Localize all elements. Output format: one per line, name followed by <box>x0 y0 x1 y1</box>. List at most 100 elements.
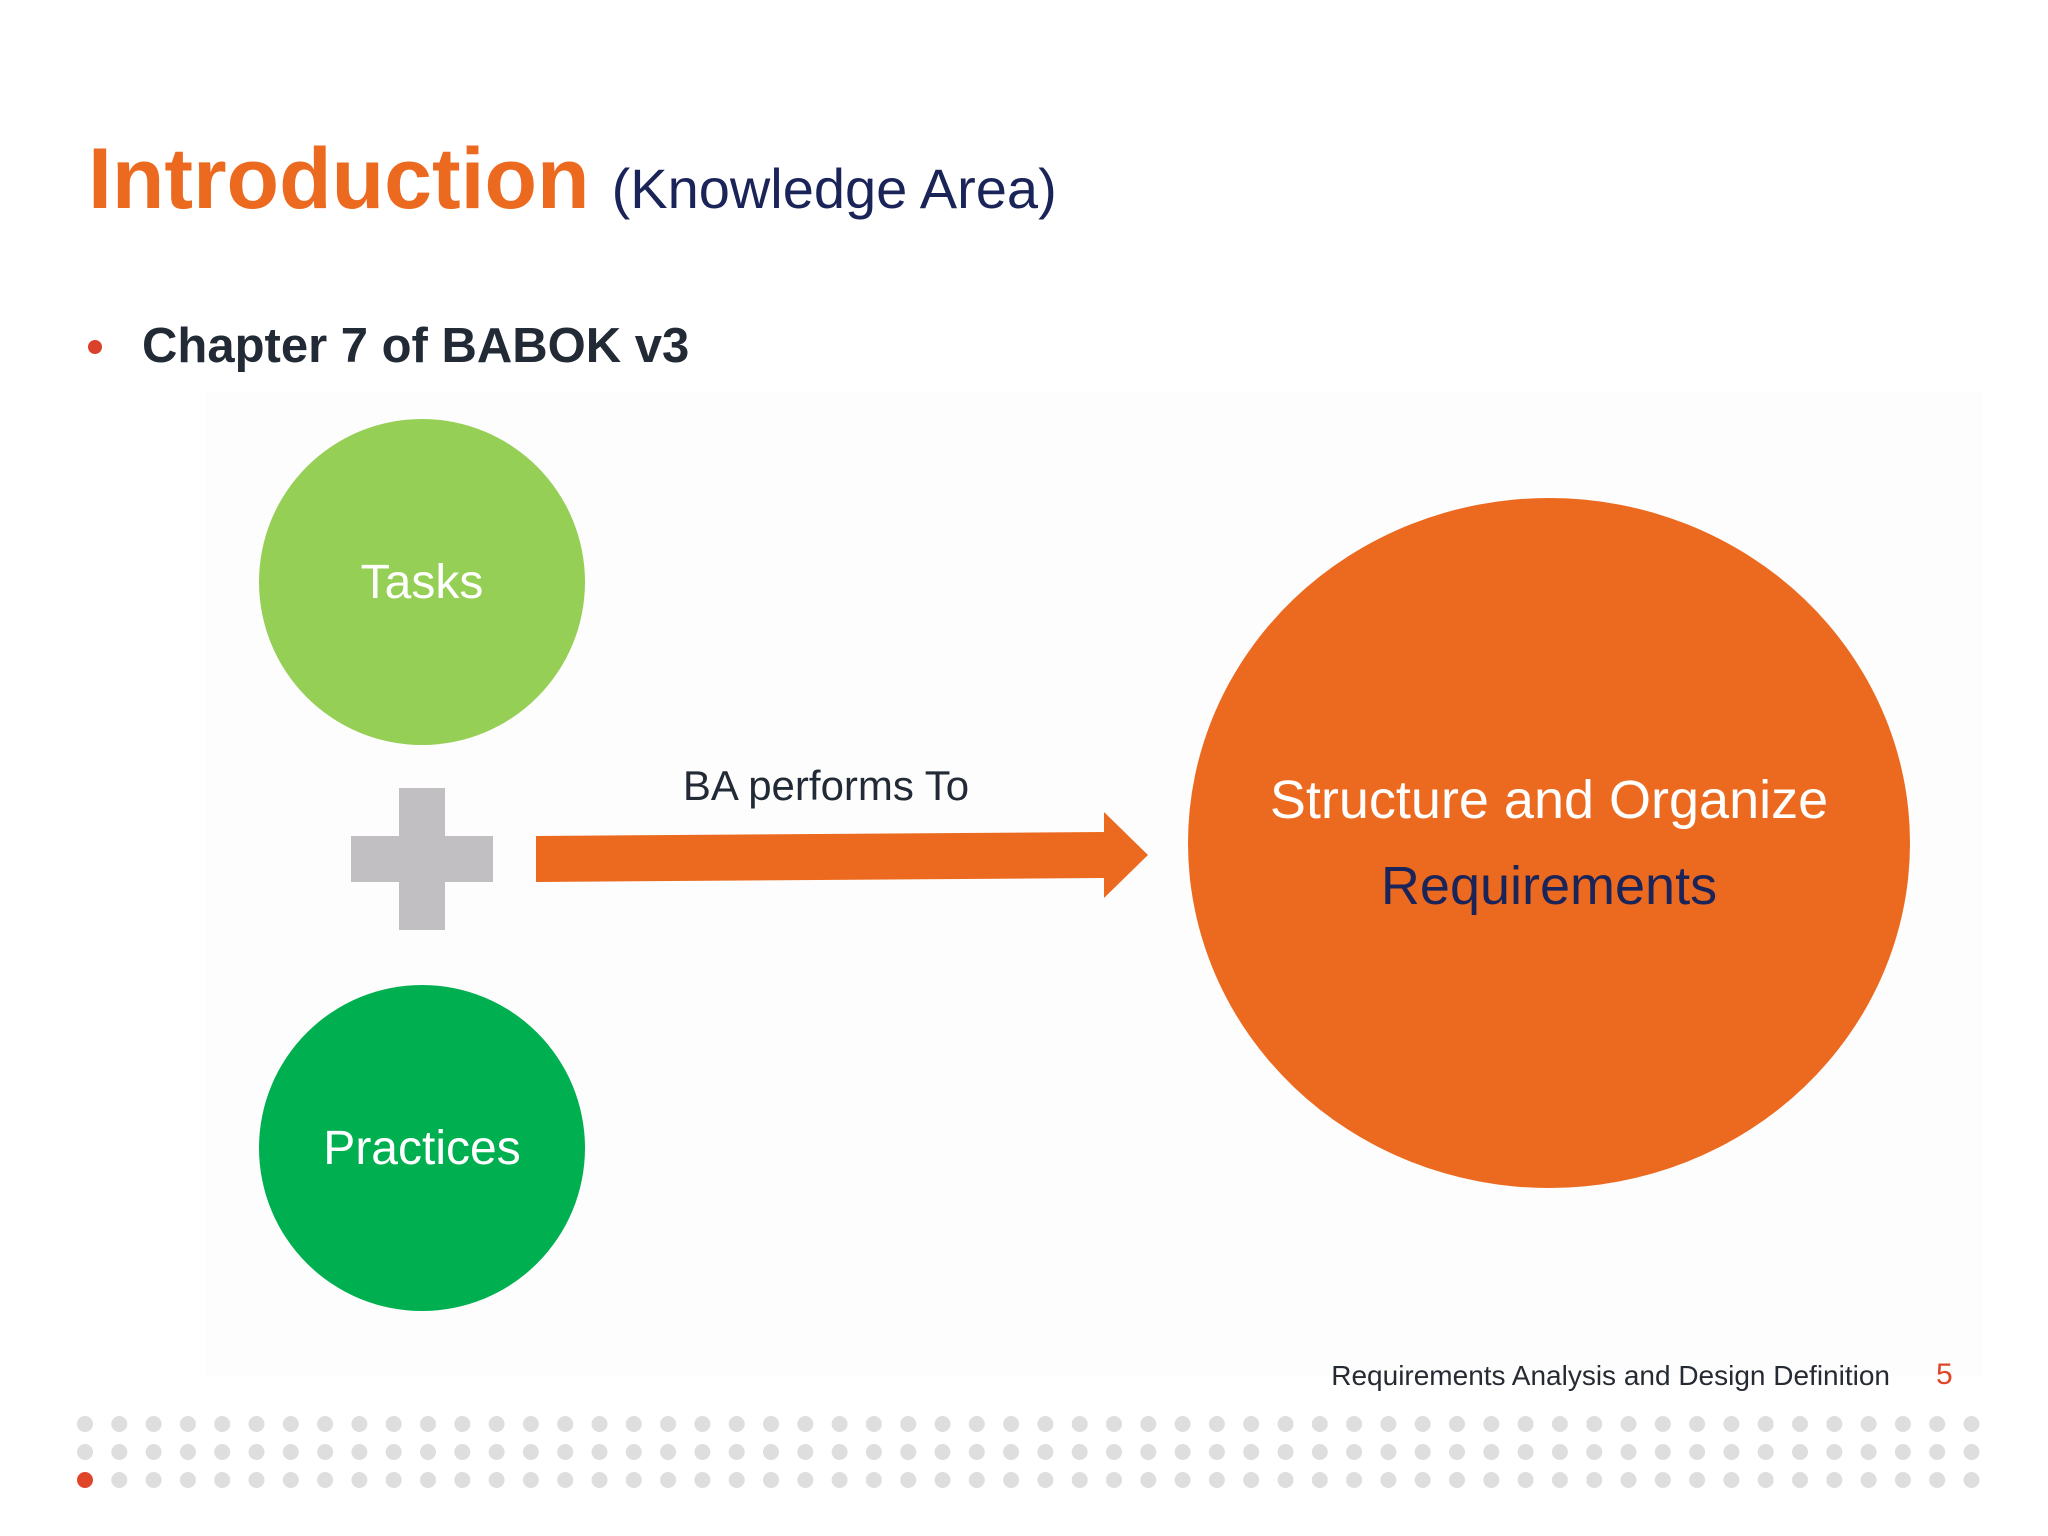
page-number: 5 <box>1936 1358 1953 1391</box>
pattern-dot <box>797 1444 814 1460</box>
pattern-dot <box>1380 1444 1397 1460</box>
pattern-dot <box>317 1444 334 1460</box>
pattern-dot <box>1620 1444 1637 1460</box>
title-main: Introduction <box>88 131 590 227</box>
pattern-dot <box>420 1416 436 1432</box>
pattern-dot <box>557 1472 574 1488</box>
right-arrow-icon <box>536 812 1148 898</box>
pattern-dot <box>1929 1444 1946 1460</box>
pattern-dot <box>111 1416 128 1432</box>
pattern-dot <box>797 1416 814 1432</box>
pattern-dot <box>1277 1444 1294 1460</box>
pattern-dot <box>831 1416 848 1432</box>
pattern-dot <box>660 1472 677 1488</box>
pattern-dot <box>1792 1416 1808 1432</box>
pattern-dot <box>934 1472 951 1488</box>
pattern-dot <box>934 1444 951 1460</box>
pattern-dot <box>1826 1472 1843 1488</box>
pattern-dot <box>1208 1472 1225 1488</box>
pattern-dot <box>1929 1416 1946 1432</box>
pattern-dot <box>317 1472 334 1488</box>
pattern-dot <box>1346 1416 1363 1432</box>
pattern-dot <box>1140 1444 1157 1460</box>
pattern-dot <box>1551 1444 1568 1460</box>
pattern-dot <box>968 1416 985 1432</box>
outcome-line-1: Structure and Organize <box>1269 770 1829 830</box>
outcome-circle: Structure and Organize Requirements <box>1188 498 1910 1188</box>
pattern-dot <box>351 1416 368 1432</box>
pattern-dot <box>111 1472 128 1488</box>
footer-text: Requirements Analysis and Design Definit… <box>1331 1360 1890 1391</box>
pattern-dot <box>694 1444 711 1460</box>
pattern-dot <box>420 1472 436 1488</box>
pattern-dot <box>1140 1416 1157 1432</box>
pattern-dot <box>1483 1416 1500 1432</box>
pattern-dot <box>1894 1416 1911 1432</box>
pattern-dot <box>77 1416 93 1432</box>
outcome-line-2: Requirements <box>1380 856 1718 916</box>
pattern-dot <box>763 1444 779 1460</box>
pattern-dot <box>728 1472 745 1488</box>
pattern-dot <box>488 1444 505 1460</box>
pattern-dot <box>248 1444 265 1460</box>
pattern-dot <box>625 1444 642 1460</box>
pattern-dot <box>1689 1472 1706 1488</box>
pattern-dot <box>1071 1416 1088 1432</box>
pattern-dot <box>1243 1444 1260 1460</box>
pattern-dot <box>1311 1444 1328 1460</box>
pattern-dot <box>248 1416 265 1432</box>
pattern-dot <box>179 1472 196 1488</box>
pattern-dot <box>900 1416 917 1432</box>
pattern-dot <box>145 1472 162 1488</box>
pattern-dot <box>1414 1444 1431 1460</box>
pattern-dot <box>454 1444 471 1460</box>
pattern-dot <box>522 1416 539 1432</box>
pattern-dot <box>763 1472 779 1488</box>
pattern-dot <box>591 1444 608 1460</box>
pattern-dot <box>625 1416 642 1432</box>
pattern-dot <box>454 1472 471 1488</box>
pattern-dot <box>1311 1416 1328 1432</box>
pattern-dot <box>1586 1444 1603 1460</box>
pattern-dot <box>488 1416 505 1432</box>
pattern-dot <box>351 1472 368 1488</box>
pattern-dot <box>1174 1444 1191 1460</box>
pattern-dot <box>1311 1472 1328 1488</box>
pattern-dot <box>420 1444 436 1460</box>
pattern-dot <box>385 1444 402 1460</box>
bullet-item: Chapter 7 of BABOK v3 <box>88 318 689 374</box>
plus-icon <box>351 788 493 930</box>
pattern-dot <box>1963 1416 1980 1432</box>
pattern-dot <box>660 1416 677 1432</box>
pattern-dot <box>1894 1472 1911 1488</box>
pattern-dot <box>1963 1472 1980 1488</box>
pattern-dot <box>728 1444 745 1460</box>
pattern-dot <box>1723 1416 1740 1432</box>
pattern-dot <box>694 1472 711 1488</box>
pattern-dot <box>1380 1416 1397 1432</box>
pattern-dot <box>385 1416 402 1432</box>
pattern-dot <box>317 1416 334 1432</box>
pattern-dot <box>1449 1444 1465 1460</box>
pattern-dot <box>1860 1444 1877 1460</box>
title-subtitle: (Knowledge Area) <box>611 157 1057 220</box>
pattern-dot <box>968 1444 985 1460</box>
pattern-dot <box>1071 1444 1088 1460</box>
dot-pattern-decoration <box>77 1416 1980 1488</box>
pattern-dot <box>1551 1472 1568 1488</box>
pattern-dot <box>1792 1472 1808 1488</box>
pattern-dot <box>865 1416 882 1432</box>
pattern-dot <box>1414 1416 1431 1432</box>
pattern-dot <box>1277 1472 1294 1488</box>
pattern-dot <box>1174 1472 1191 1488</box>
pattern-dot <box>282 1416 299 1432</box>
pattern-dot <box>179 1416 196 1432</box>
pattern-dot <box>1277 1416 1294 1432</box>
pattern-dot <box>214 1472 231 1488</box>
pattern-dot <box>694 1416 711 1432</box>
pattern-dot <box>1620 1472 1637 1488</box>
pattern-dot <box>1346 1472 1363 1488</box>
pattern-dot <box>1929 1472 1946 1488</box>
pattern-dot <box>1003 1444 1020 1460</box>
